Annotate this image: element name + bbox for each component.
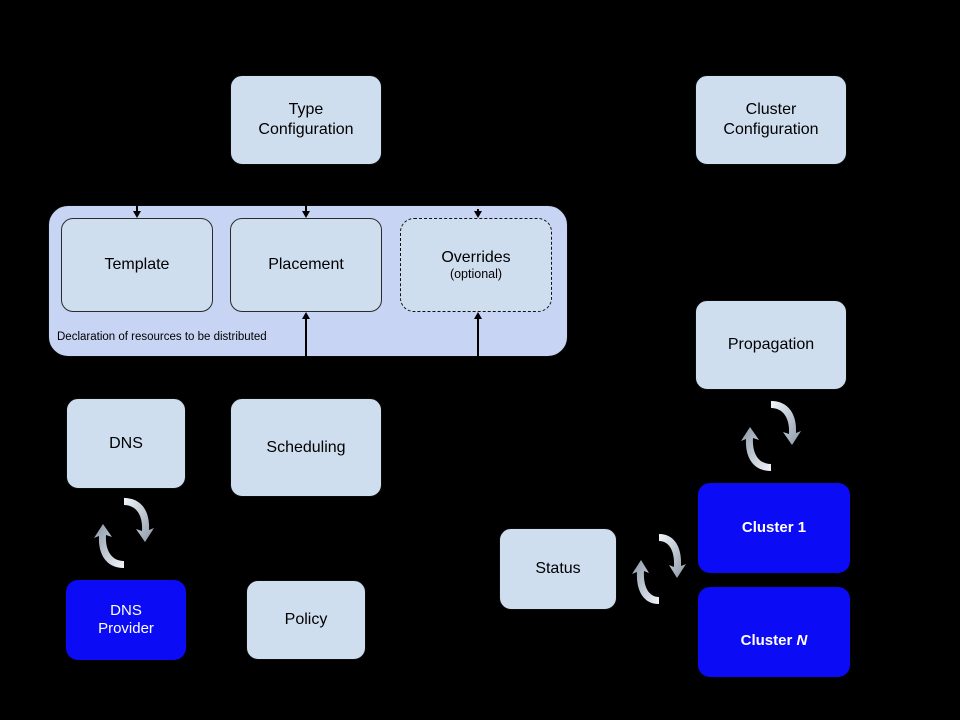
connector-type-config-to-template [136,205,138,213]
node-status[interactable]: Status [499,528,617,610]
connector-policy-to-overrides [477,318,479,357]
sync-cycle-icon-dns [88,492,160,574]
node-type-configuration[interactable]: Type Configuration [230,75,382,165]
cluster-n-suffix: N [796,632,808,649]
node-cluster-n[interactable]: Cluster N [698,587,850,677]
node-cluster-n-label: Cluster N [741,614,808,651]
arrowhead-into-placement [301,312,310,319]
cluster-n-prefix: Cluster [740,632,797,649]
sync-cycle-icon-propagation [735,395,807,477]
node-placement[interactable]: Placement [230,218,382,312]
node-cluster-1[interactable]: Cluster 1 [698,483,850,573]
node-dns[interactable]: DNS [66,398,186,489]
group-caption: Declaration of resources to be distribut… [57,331,267,343]
node-cluster-configuration[interactable]: Cluster Configuration [695,75,847,165]
arrowhead-to-overrides [473,211,482,218]
connector-type-config-to-placement [305,205,307,213]
node-propagation[interactable]: Propagation [695,300,847,390]
arrowhead-to-template [132,211,141,218]
node-overrides[interactable]: Overrides (optional) [400,218,552,312]
sync-cycle-icon-status [628,528,690,610]
node-overrides-sublabel: (optional) [449,267,503,282]
node-template[interactable]: Template [61,218,213,312]
node-scheduling[interactable]: Scheduling [230,398,382,497]
connector-scheduling-to-placement [305,318,307,357]
node-overrides-label: Overrides [441,248,511,266]
node-dns-provider[interactable]: DNS Provider [66,580,186,660]
arrowhead-to-placement [301,211,310,218]
node-policy[interactable]: Policy [246,580,366,660]
connector-type-config-to-overrides [477,203,479,212]
arrowhead-into-overrides [473,312,482,319]
